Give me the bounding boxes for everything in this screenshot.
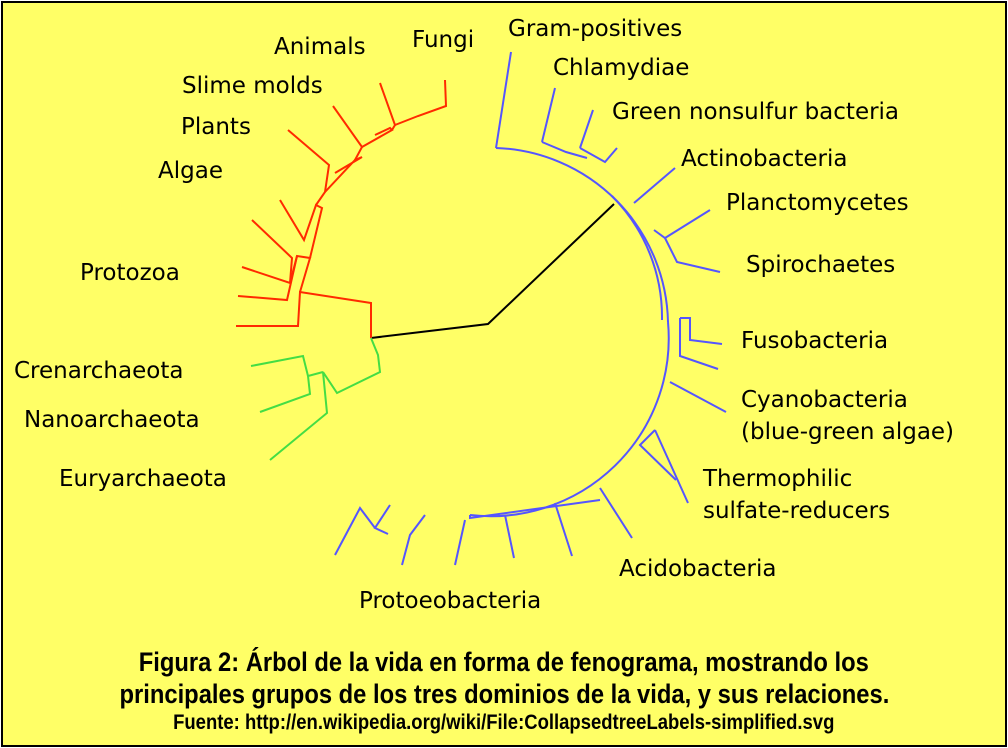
- caption-source: Fuente: http://en.wikipedia.org/wiki/Fil…: [0, 710, 1008, 736]
- label-cyanobacteria-alt: (blue-green algae): [741, 419, 955, 445]
- label-gram-positives: Gram-positives: [508, 16, 683, 42]
- label-algae: Algae: [158, 158, 223, 184]
- eukaryota-branches: [236, 79, 448, 338]
- bacteria-branches: [334, 51, 727, 566]
- label-fusobacteria: Fusobacteria: [741, 328, 889, 354]
- label-plants: Plants: [181, 114, 251, 140]
- label-green-nonsulfur: Green nonsulfur bacteria: [612, 99, 900, 125]
- label-fungi: Fungi: [412, 27, 475, 53]
- label-actinobacteria: Actinobacteria: [681, 146, 848, 172]
- label-protozoa: Protozoa: [80, 260, 180, 286]
- label-proteobacteria: Protoeobacteria: [359, 588, 542, 614]
- label-cyanobacteria: Cyanobacteria: [741, 387, 908, 413]
- root-branch: [370, 203, 615, 339]
- label-euryarchaeota: Euryarchaeota: [59, 466, 227, 492]
- caption-text-2: principales grupos de los tres dominios …: [119, 679, 889, 709]
- archaea-branches: [250, 337, 382, 461]
- label-spirochaetes: Spirochaetes: [746, 252, 896, 278]
- caption-line-2: principales grupos de los tres dominios …: [0, 678, 1008, 710]
- label-planctomycetes: Planctomycetes: [726, 190, 909, 216]
- label-chlamydiae: Chlamydiae: [553, 55, 690, 81]
- label-slime-molds: Slime molds: [182, 73, 323, 99]
- caption-line-1: Figura 2: Árbol de la vida en forma de f…: [0, 646, 1008, 678]
- caption-text-1: Figura 2: Árbol de la vida en forma de f…: [138, 647, 870, 677]
- label-nanoarchaeota: Nanoarchaeota: [24, 407, 200, 433]
- label-animals: Animals: [274, 34, 366, 60]
- label-sulfate-reducers: sulfate-reducers: [703, 498, 891, 524]
- label-crenarchaeota: Crenarchaeota: [14, 358, 184, 384]
- label-thermophilic: Thermophilic: [703, 466, 853, 492]
- caption-source-text: Fuente: http://en.wikipedia.org/wiki/Fil…: [173, 711, 835, 734]
- label-acidobacteria: Acidobacteria: [619, 556, 777, 582]
